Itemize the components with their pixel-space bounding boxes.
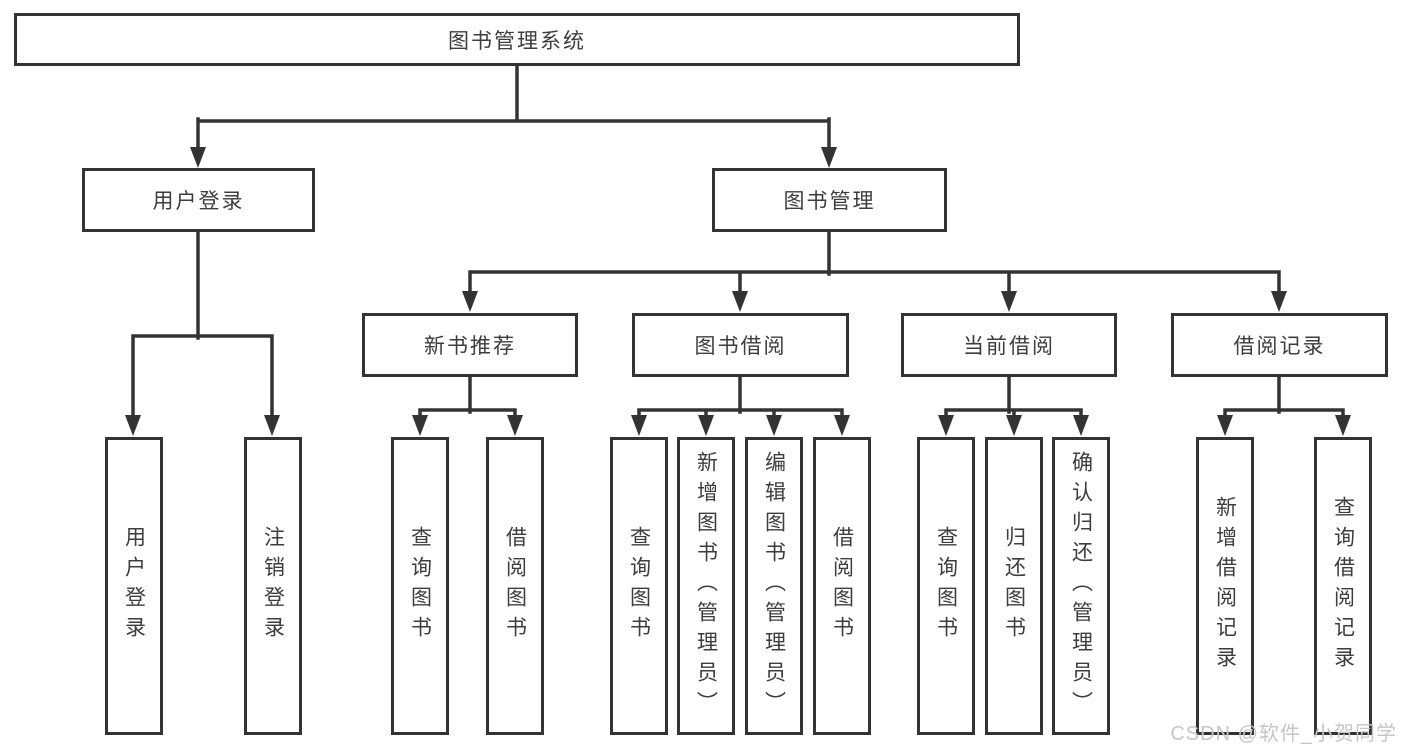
node-label: 借阅图书 <box>830 526 855 646</box>
node-label: 查询图书 <box>627 526 652 646</box>
node-borrow-records: 借阅记录 <box>1171 313 1388 377</box>
node-label: 用户登录 <box>122 526 147 646</box>
node-new-book-recommend: 新书推荐 <box>362 313 578 377</box>
node-label: 图书管理系统 <box>448 28 586 53</box>
node-label: 借阅图书 <box>503 526 528 646</box>
leaf-user-login: 用户登录 <box>105 437 163 735</box>
node-book-management: 图书管理 <box>712 168 947 232</box>
leaf-query-books-borrow: 查询图书 <box>610 437 668 735</box>
leaf-query-books-current: 查询图书 <box>917 437 975 735</box>
node-label: 新增借阅记录 <box>1213 496 1238 676</box>
leaf-add-books-admin: 新增图书（管理员） <box>677 437 735 735</box>
leaf-borrow-books: 借阅图书 <box>813 437 871 735</box>
leaf-confirm-return-admin: 确认归还（管理员） <box>1052 437 1110 735</box>
leaf-edit-books-admin: 编辑图书（管理员） <box>745 437 803 735</box>
leaf-query-books-recommend: 查询图书 <box>391 437 449 735</box>
node-book-borrow: 图书借阅 <box>632 313 849 377</box>
node-current-borrow: 当前借阅 <box>901 313 1117 377</box>
node-label: 归还图书 <box>1002 526 1027 646</box>
node-user-login: 用户登录 <box>82 168 315 232</box>
leaf-borrow-books-recommend: 借阅图书 <box>486 437 544 735</box>
leaf-return-books: 归还图书 <box>985 437 1043 735</box>
node-root-system: 图书管理系统 <box>14 13 1020 66</box>
arrowhead-icons <box>125 147 1351 436</box>
node-label: 用户登录 <box>152 189 245 213</box>
node-label: 新书推荐 <box>424 334 516 358</box>
node-label: 查询借阅记录 <box>1331 496 1356 676</box>
node-label: 新增图书（管理员） <box>694 451 719 721</box>
node-label: 注销登录 <box>261 526 286 646</box>
node-label: 图书管理 <box>783 189 876 213</box>
csdn-watermark: CSDN @软件_小贺同学 <box>1170 723 1397 745</box>
node-label: 查询图书 <box>408 526 433 646</box>
leaf-add-borrow-record: 新增借阅记录 <box>1196 437 1254 735</box>
node-label: 确认归还（管理员） <box>1069 451 1094 721</box>
node-label: 图书借阅 <box>694 334 787 358</box>
node-label: 查询图书 <box>934 526 959 646</box>
node-label: 当前借阅 <box>963 334 1055 358</box>
leaf-query-borrow-record: 查询借阅记录 <box>1314 437 1372 735</box>
node-label: 借阅记录 <box>1233 334 1326 358</box>
leaf-logout: 注销登录 <box>244 437 302 735</box>
node-label: 编辑图书（管理员） <box>762 451 787 721</box>
